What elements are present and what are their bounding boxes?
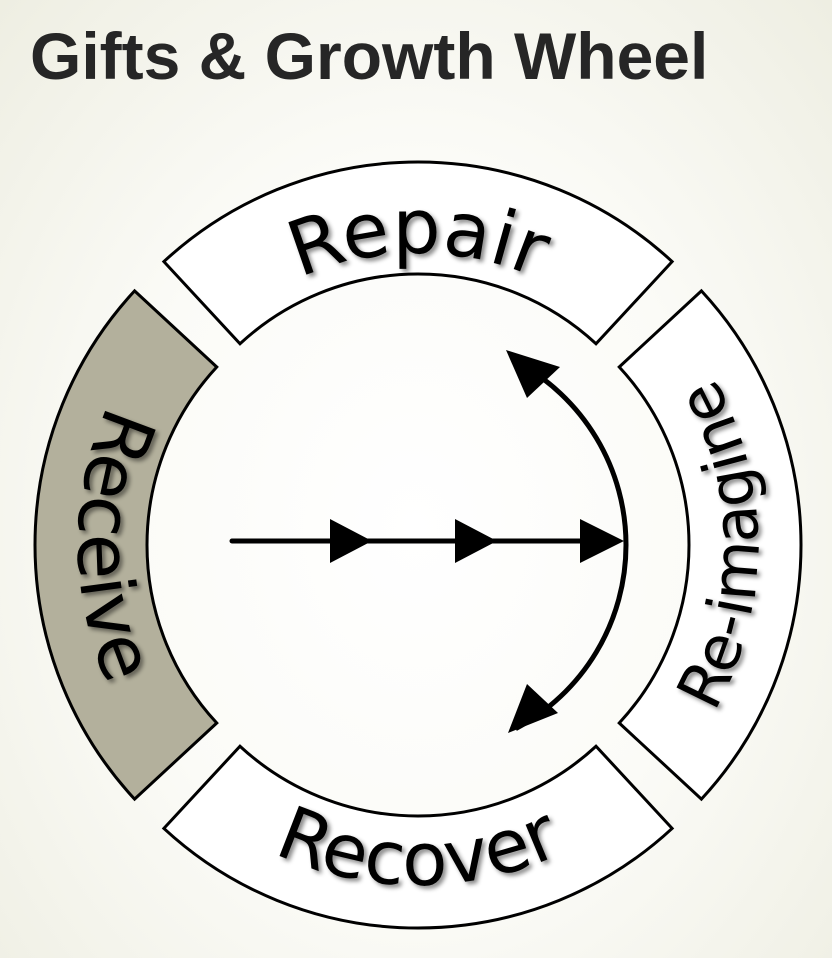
arrowhead-icon xyxy=(330,519,372,563)
cycle-arc-arrow xyxy=(506,350,629,733)
segment-repair xyxy=(161,160,675,346)
forward-arrow xyxy=(229,519,624,563)
segment-receive xyxy=(33,288,219,802)
segment-recover xyxy=(161,744,675,930)
arrowhead-icon xyxy=(455,519,497,563)
label-repair: Repair xyxy=(276,182,562,295)
arrowhead-icon xyxy=(580,519,624,563)
segment-reimagine xyxy=(617,288,803,802)
arrowhead-up-icon xyxy=(506,350,560,398)
arrowhead-down-icon xyxy=(508,684,558,733)
page-title: Gifts & Growth Wheel xyxy=(30,19,709,93)
